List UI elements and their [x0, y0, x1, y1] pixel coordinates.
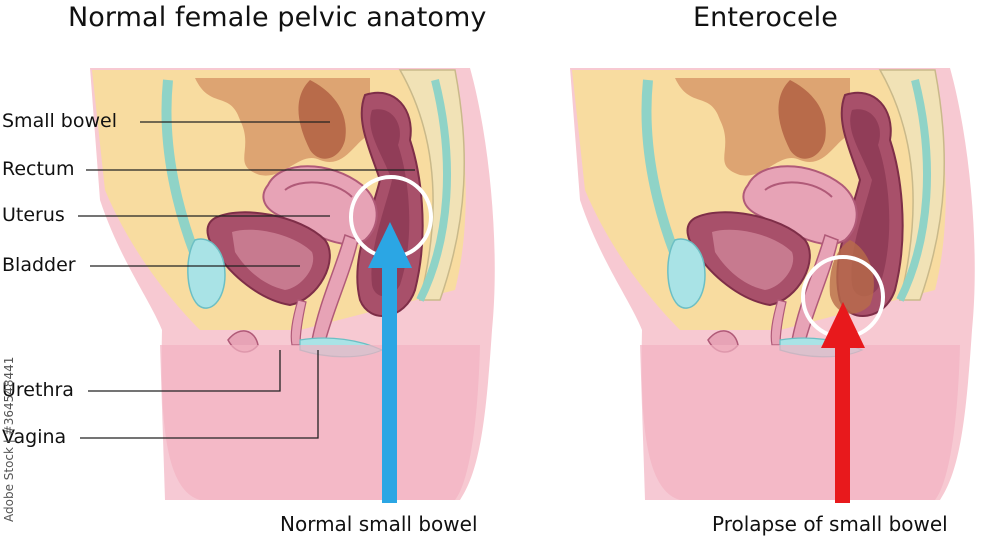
label-vagina: Vagina — [2, 426, 67, 448]
right-panel-title: Enterocele — [693, 2, 838, 33]
watermark: Adobe Stock | #364548441 — [2, 356, 16, 522]
label-rectum: Rectum — [2, 158, 75, 180]
caption-normal: Normal small bowel — [280, 512, 478, 536]
label-urethra: Urethra — [2, 379, 74, 401]
normal-pelvis-illustration — [90, 68, 495, 500]
enterocele-pelvis-illustration — [570, 68, 975, 500]
caption-prolapse: Prolapse of small bowel — [712, 512, 948, 536]
left-panel-title: Normal female pelvic anatomy — [68, 2, 487, 33]
normal-arrow — [368, 222, 412, 503]
label-leaders — [78, 121, 415, 439]
label-small-bowel: Small bowel — [2, 110, 118, 132]
label-bladder: Bladder — [2, 254, 76, 276]
prolapse-arrow — [821, 302, 865, 503]
label-uterus: Uterus — [2, 204, 65, 226]
